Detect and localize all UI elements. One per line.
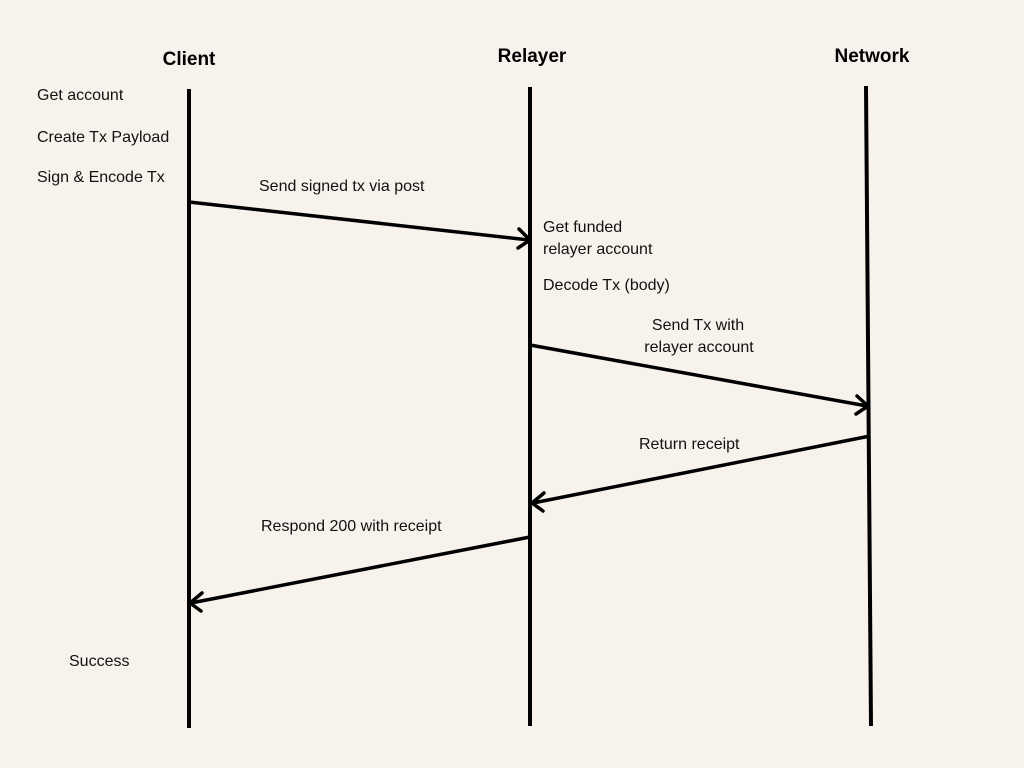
participant-relayer: Relayer (497, 46, 567, 67)
client-step-sign-encode: Sign & Encode Tx (37, 169, 165, 186)
client-step-create-payload: Create Tx Payload (37, 129, 170, 146)
participant-network: Network (834, 46, 910, 67)
arrow-return-receipt (530, 434, 871, 513)
relayer-step-decode: Decode Tx (body) (543, 277, 670, 294)
client-step-get-account: Get account (37, 87, 124, 104)
participant-client: Client (162, 49, 216, 70)
message-send-tx-line2: relayer account (644, 339, 754, 356)
message-send-signed-tx: Send signed tx via post (259, 178, 425, 195)
message-send-tx-line1: Send Tx with (651, 317, 745, 334)
relayer-step-get-funded-line2: relayer account (543, 241, 653, 258)
message-respond-200: Respond 200 with receipt (261, 518, 442, 535)
message-return-receipt: Return receipt (639, 436, 740, 453)
client-step-success: Success (69, 653, 130, 670)
arrow-send-tx-with-relayer-account (529, 343, 870, 416)
arrow-send-signed-tx (188, 200, 532, 250)
relayer-step-get-funded-line1: Get funded (543, 219, 623, 236)
arrow-respond-200 (188, 535, 531, 613)
